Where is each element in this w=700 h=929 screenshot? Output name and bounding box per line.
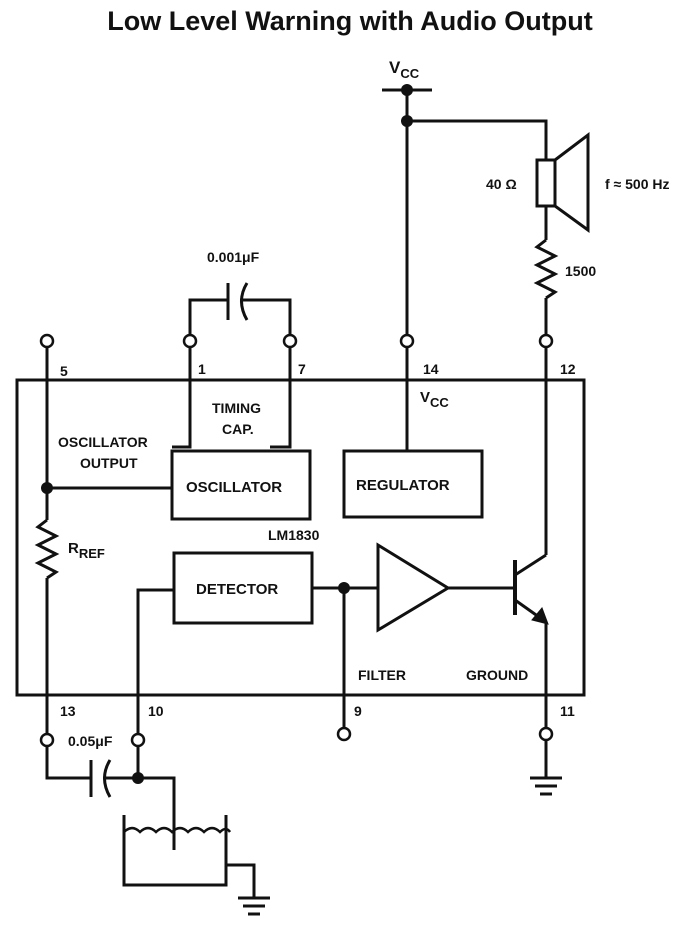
rref-resistor-symbol [34, 518, 60, 580]
pin-11-terminal [538, 726, 554, 742]
pin-13-terminal [39, 732, 55, 748]
speaker-symbol [535, 131, 590, 233]
oscillator-output-label-line1: OSCILLATOR [58, 434, 148, 450]
pin-12-terminal [538, 333, 554, 349]
pin-13-number: 13 [60, 703, 76, 719]
svg-text:VCC: VCC [389, 58, 420, 81]
oscillator-block [170, 449, 312, 521]
pin7-internal-wire [270, 347, 292, 449]
timing-capacitor-symbol [188, 282, 292, 335]
vcc-to-speaker-wire [407, 119, 548, 160]
oscillator-block-label: OSCILLATOR [186, 479, 282, 496]
pin-12-number: 12 [560, 361, 576, 377]
pin-9-number: 9 [354, 703, 362, 719]
oscillator-output-label-line2: OUTPUT [80, 455, 138, 471]
detector-block-label: DETECTOR [196, 581, 278, 598]
pin-7-number: 7 [298, 361, 306, 377]
diagram-title: Low Level Warning with Audio Output [107, 6, 593, 36]
tank-ground-icon [238, 896, 270, 916]
liquid-tank-symbol [122, 815, 256, 898]
resistor-1500-label: 1500 [565, 263, 596, 279]
resistor-1500-symbol [533, 238, 559, 300]
speaker-frequency-label: f ≈ 500 Hz [605, 176, 669, 192]
pin10-internal-wire [136, 588, 174, 734]
timing-cap-label-line2: CAP. [222, 421, 254, 437]
amplifier-symbol [376, 542, 451, 633]
ground-label: GROUND [466, 667, 528, 683]
rref-label: RREF [68, 540, 105, 561]
pin-5-terminal [39, 333, 55, 349]
pin-14-terminal [399, 333, 415, 349]
pin-9-terminal [336, 726, 352, 742]
pin-7-terminal [282, 333, 298, 349]
regulator-block [342, 449, 484, 519]
pin11-ground-icon [530, 776, 562, 796]
pin-1-number: 1 [198, 361, 206, 377]
pin-1-terminal [182, 333, 198, 349]
probe-wire [138, 776, 176, 850]
pin-10-number: 10 [148, 703, 164, 719]
pin1-internal-wire [172, 347, 192, 449]
pin-14-number: 14 [423, 361, 439, 377]
filter-label: FILTER [358, 667, 406, 683]
timing-cap-label-line1: TIMING [212, 400, 261, 416]
speaker-impedance-label: 40 Ω [486, 176, 517, 192]
pin-11-number: 11 [560, 703, 575, 719]
internal-vcc-label: VCC [420, 389, 449, 410]
ic-package-outline [15, 378, 586, 697]
detector-block [172, 551, 314, 625]
npn-transistor-symbol [513, 553, 549, 625]
chip-part-number: LM1830 [268, 527, 320, 543]
timing-capacitor-label: 0.001μF [207, 249, 260, 265]
coupling-capacitor-symbol [45, 746, 144, 798]
regulator-block-label: REGULATOR [356, 477, 450, 494]
pin-5-number: 5 [60, 363, 68, 379]
coupling-capacitor-label: 0.05μF [68, 733, 113, 749]
pin-10-terminal [130, 732, 146, 748]
vcc-supply-symbol: VCC [382, 58, 432, 335]
